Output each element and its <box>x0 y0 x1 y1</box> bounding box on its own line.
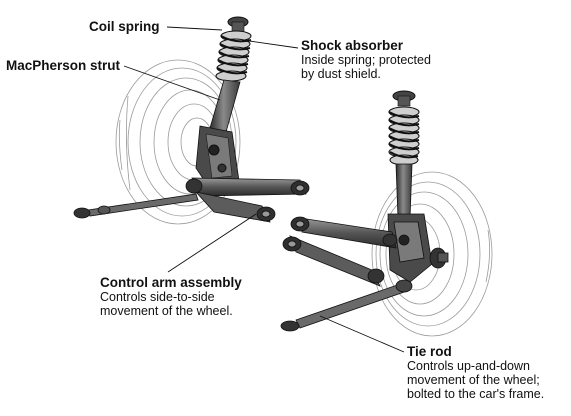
shock-absorber-desc-1: Inside spring; protected <box>301 53 431 68</box>
macpherson-strut-title: MacPherson strut <box>6 58 121 73</box>
right-tie-rod <box>280 279 413 332</box>
tie-rod-desc-3: bolted to the car's frame. <box>407 387 545 402</box>
leader-control-arm <box>167 213 257 273</box>
control-arm-desc-2: movement of the wheel. <box>100 304 233 319</box>
tie-rod-desc-1: Controls up-and-down <box>407 359 530 374</box>
leader-tie-rod <box>319 315 405 353</box>
right-macpherson-strut <box>387 163 449 283</box>
coil-spring-title: Coil spring <box>89 19 160 34</box>
label-coil-spring: Coil spring <box>89 19 160 34</box>
left-tie-rod <box>73 193 199 219</box>
label-control-arm: Control arm assembly Controls side-to-si… <box>100 275 242 318</box>
leader-lines <box>123 26 405 353</box>
shock-absorber-title: Shock absorber <box>301 38 404 53</box>
control-arm-desc-1: Controls side-to-side <box>100 290 215 305</box>
label-shock-absorber: Shock absorber Inside spring; protected … <box>301 38 431 81</box>
right-coil-spring <box>388 90 420 166</box>
leader-macpherson-strut <box>123 65 221 101</box>
leader-shock-absorber <box>241 39 299 49</box>
tie-rod-title: Tie rod <box>407 344 452 359</box>
shock-absorber-desc-2: by dust shield. <box>301 67 381 82</box>
label-tie-rod: Tie rod Controls up-and-down movement of… <box>407 344 544 401</box>
left-control-arm <box>185 177 310 223</box>
right-control-arm <box>282 216 398 287</box>
tie-rod-desc-2: movement of the wheel; <box>407 373 540 388</box>
left-macpherson-strut <box>195 79 241 193</box>
label-macpherson-strut: MacPherson strut <box>6 58 120 73</box>
control-arm-title: Control arm assembly <box>100 275 242 290</box>
left-coil-spring <box>215 16 252 82</box>
leader-coil-spring <box>166 26 223 31</box>
